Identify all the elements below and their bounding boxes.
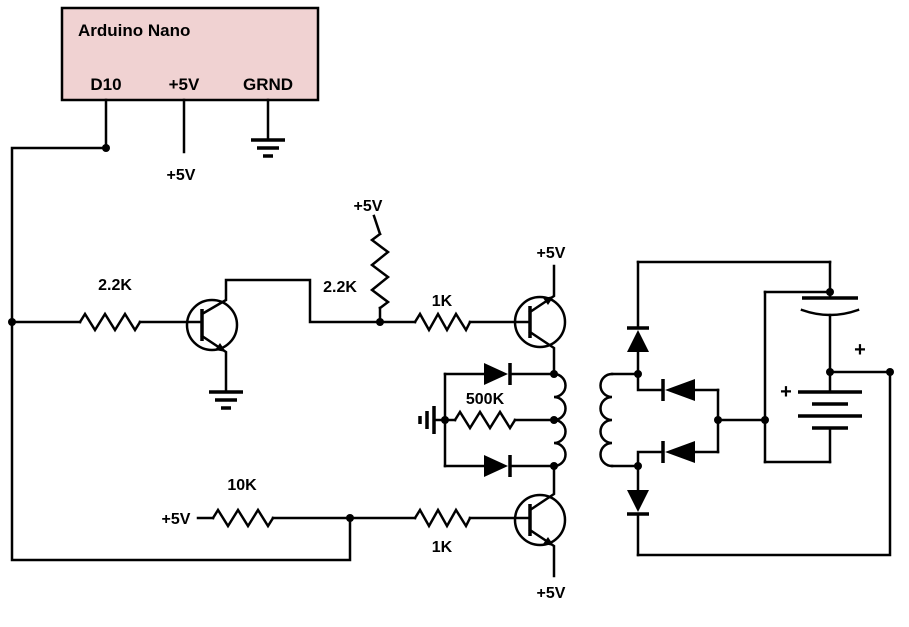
resistor-q2-base-label: 1K <box>432 293 453 310</box>
pullup-top-wire <box>372 214 382 236</box>
bridge-left-rail-upper-mid <box>636 350 665 392</box>
ground-symbol-arduino <box>251 138 285 158</box>
q3-stage: +5V <box>513 464 567 602</box>
resistor-10k <box>211 507 275 529</box>
battery-plus-label: + <box>780 381 792 403</box>
q2-upper-lead <box>528 264 556 314</box>
supply-pin-5v-label: +5V <box>167 167 196 184</box>
q2-5v-label: +5V <box>537 245 566 262</box>
battery-symbol <box>798 390 862 430</box>
q1-stage: 2.2K <box>10 277 417 410</box>
q3-5v-label: +5V <box>537 585 566 602</box>
r10k-5v-label: +5V <box>162 511 191 528</box>
junction-dots <box>8 144 894 522</box>
resistor-q3-base <box>413 507 472 529</box>
resistor-10k-label: 10K <box>227 477 257 494</box>
diode-feedback-bottom <box>484 455 508 477</box>
capacitor-plus-label: + <box>854 339 866 361</box>
bridge-left-rail-lower-mid <box>636 450 665 492</box>
q1-emitter-arrow <box>215 343 226 352</box>
diode-feedback-top <box>484 363 508 385</box>
pin-label-grnd: GRND <box>243 75 293 94</box>
ground-symbol-feedback <box>418 406 436 434</box>
q2-lower-lead <box>528 330 556 376</box>
q3-lower-lead <box>528 528 556 578</box>
bottom-bias-row: +5V 10K 1K <box>162 477 532 556</box>
q2-emitter-arrow <box>543 296 554 305</box>
arduino-module: Arduino Nano D10 +5V GRND <box>60 6 320 102</box>
q2-stage: +5V <box>513 245 567 376</box>
resistor-q2-base <box>413 311 472 333</box>
diode-bridge-h1 <box>665 379 695 401</box>
q1-collector-wire <box>200 278 417 324</box>
transistor-q3 <box>513 493 567 547</box>
pin-label-d10: D10 <box>90 75 121 94</box>
transistor-q2 <box>513 295 567 349</box>
q3-emitter-arrow <box>543 537 554 546</box>
arduino-box <box>60 6 320 102</box>
q3-upper-lead <box>528 464 556 512</box>
transformer-secondary-coil <box>599 372 614 468</box>
diode-bridge-top <box>627 330 649 352</box>
pullup-stage: +5V 2.2K <box>323 198 391 324</box>
resistor-feedback-label: 500K <box>466 391 505 408</box>
q2-base-network: 1K <box>413 293 532 333</box>
diode-bridge-bottom <box>627 490 649 512</box>
output-bottom-right-rail <box>636 370 892 557</box>
feedback-network: 500K <box>418 363 556 477</box>
resistor-pullup <box>369 232 391 310</box>
pin-label-5v: +5V <box>169 75 200 94</box>
resistor-q1-base <box>78 311 142 333</box>
transistor-q1 <box>185 298 239 352</box>
resistor-q3-base-label: 1K <box>432 539 453 556</box>
diode-bridge-h2 <box>665 441 695 463</box>
arduino-title: Arduino Nano <box>78 21 190 40</box>
pullup-5v-label: +5V <box>354 198 383 215</box>
transformer <box>552 372 640 468</box>
rectifier-output: + + <box>627 260 892 557</box>
resistor-q1-base-label: 2.2K <box>98 277 132 294</box>
pin-wires: +5V <box>10 98 352 562</box>
resistor-pullup-label: 2.2K <box>323 279 357 296</box>
resistor-feedback <box>453 409 517 431</box>
q1-emitter-wire <box>200 334 228 394</box>
ground-symbol-q1 <box>209 390 243 410</box>
d10-net-wire <box>10 98 352 562</box>
